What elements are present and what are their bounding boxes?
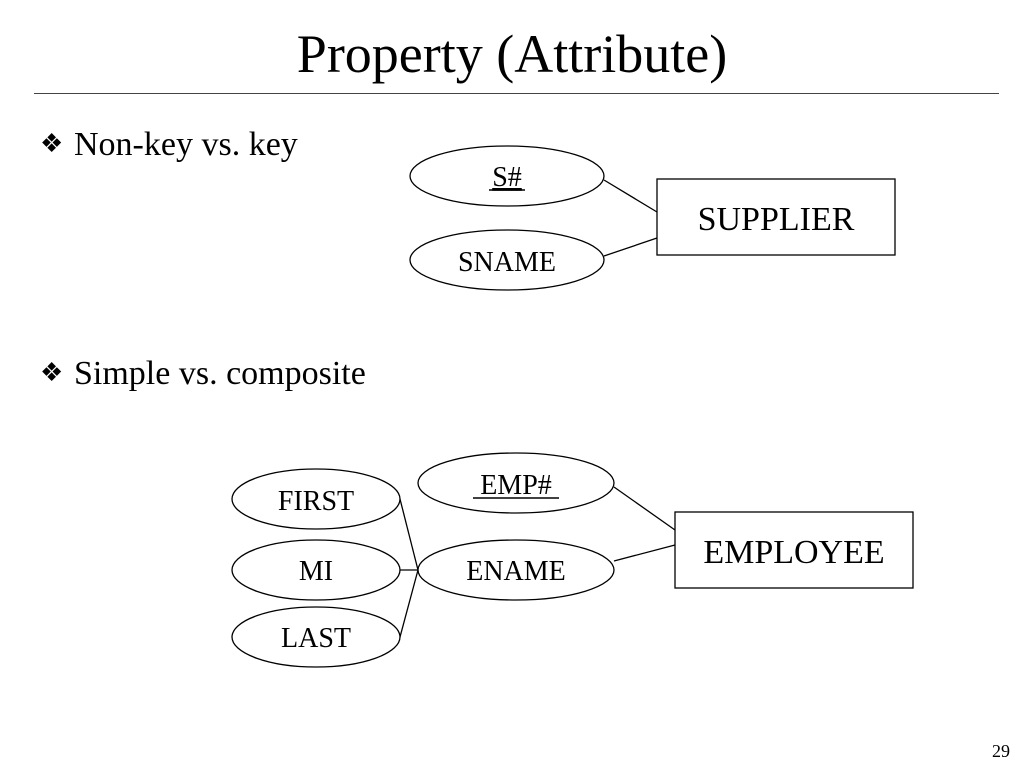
attribute-label-emp#: EMP# <box>480 470 552 501</box>
er-diagram-supplier <box>409 145 896 291</box>
component-ellipse-last <box>231 606 401 668</box>
attribute-label-ename: ENAME <box>466 556 566 587</box>
diamond-bullet-icon: ❖ <box>40 358 64 387</box>
bullet-text: Simple vs. composite <box>74 355 366 392</box>
er-diagram-employee <box>231 452 914 668</box>
connector-emp#-employee <box>613 486 676 531</box>
page-number: 29 <box>992 741 1010 761</box>
connector-s#-supplier <box>603 179 658 213</box>
entity-box-supplier <box>656 178 896 256</box>
connector-last-ename <box>399 569 419 638</box>
connector-ename-employee <box>613 544 676 562</box>
slide-title: Property (Attribute) <box>296 24 728 84</box>
component-ellipse-mi <box>231 539 401 601</box>
connector-first-ename <box>399 498 419 571</box>
bullet-text: Non-key vs. key <box>74 126 298 163</box>
entity-label-supplier: SUPPLIER <box>698 201 855 238</box>
diamond-bullet-icon: ❖ <box>40 129 64 158</box>
er-diagram-employee-labels: EMP# ENAME FIRST MI LAST EMPLOYEE <box>278 470 885 654</box>
er-diagram-supplier-labels: S# SNAME SUPPLIER <box>458 162 855 278</box>
attribute-ellipse-sname <box>409 229 605 291</box>
attribute-ellipse-s# <box>409 145 605 207</box>
component-label-mi: MI <box>299 556 333 587</box>
component-ellipse-first <box>231 468 401 530</box>
entity-box-employee <box>674 511 914 589</box>
bullet-non-key-vs-key: ❖ Non-key vs. key <box>40 124 298 165</box>
component-label-first: FIRST <box>278 486 354 517</box>
title-rule <box>34 93 999 94</box>
connector-sname-supplier <box>603 237 658 257</box>
entity-label-employee: EMPLOYEE <box>703 534 884 571</box>
component-label-last: LAST <box>281 623 351 654</box>
bullet-simple-vs-composite: ❖ Simple vs. composite <box>40 353 366 394</box>
attribute-label-sname: SNAME <box>458 247 556 278</box>
attribute-label-s#: S# <box>492 162 522 193</box>
attribute-ellipse-ename <box>417 539 615 601</box>
attribute-ellipse-emp# <box>417 452 615 514</box>
